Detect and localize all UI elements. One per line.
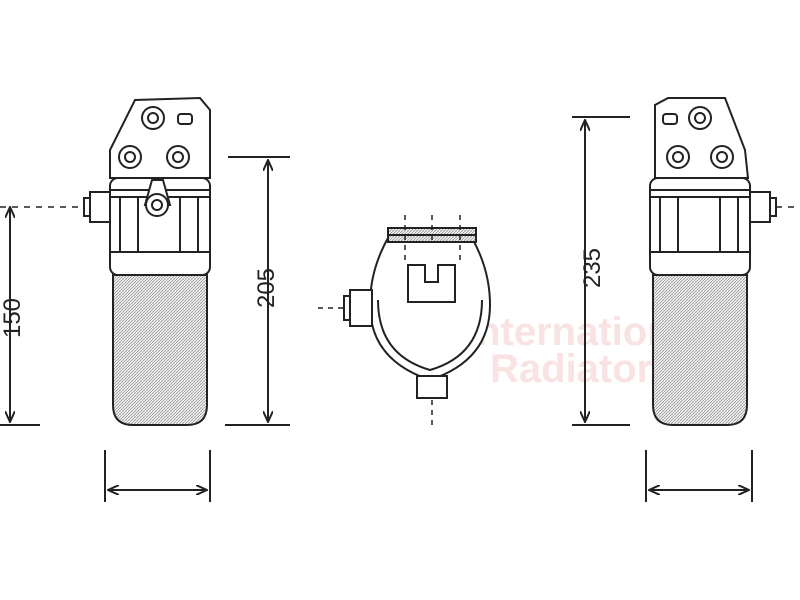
left-bracket-bolt-holes <box>118 106 193 169</box>
center-drier-top-view <box>343 227 492 399</box>
right-dimensions <box>572 116 753 502</box>
left-canister <box>112 274 208 426</box>
right-mounting-bracket <box>654 97 750 179</box>
left-total-height-label: 205 <box>253 268 280 308</box>
watermark-line-2: Radiators <box>490 347 675 391</box>
center-side-fitting <box>349 289 373 327</box>
left-side-fitting <box>89 191 111 223</box>
right-bracket-bolt-holes <box>662 106 734 169</box>
right-upper-body <box>649 177 751 276</box>
left-dimensions <box>0 156 290 502</box>
left-height-label: 150 <box>0 298 26 338</box>
center-inner-block <box>407 264 456 303</box>
right-total-height-label: 235 <box>579 248 606 288</box>
left-drier <box>83 96 211 426</box>
right-drier <box>649 97 777 426</box>
right-canister <box>652 274 748 426</box>
center-bottom-fitting <box>416 375 448 399</box>
center-body-outline <box>368 237 492 382</box>
right-side-fitting <box>749 191 771 223</box>
